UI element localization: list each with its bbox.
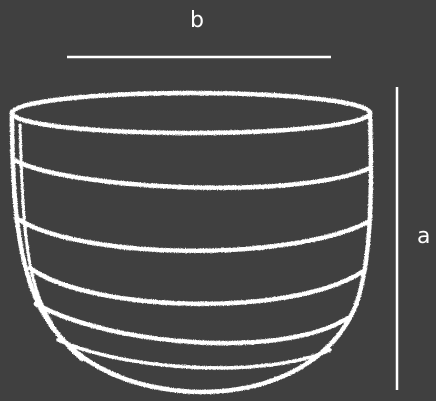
bowl-rim — [9, 90, 373, 136]
bowl-inner-contour — [18, 123, 84, 362]
bowl-band-3 — [27, 265, 365, 307]
bowl-band-4 — [33, 301, 351, 346]
height-label: a — [417, 224, 431, 249]
bowl-outline — [9, 109, 374, 395]
bowl-band-5 — [56, 338, 332, 370]
bowl-band-1 — [11, 157, 373, 190]
bowl-drawing — [9, 90, 374, 395]
width-label: b — [190, 8, 204, 33]
bowl-band-2 — [13, 215, 371, 253]
